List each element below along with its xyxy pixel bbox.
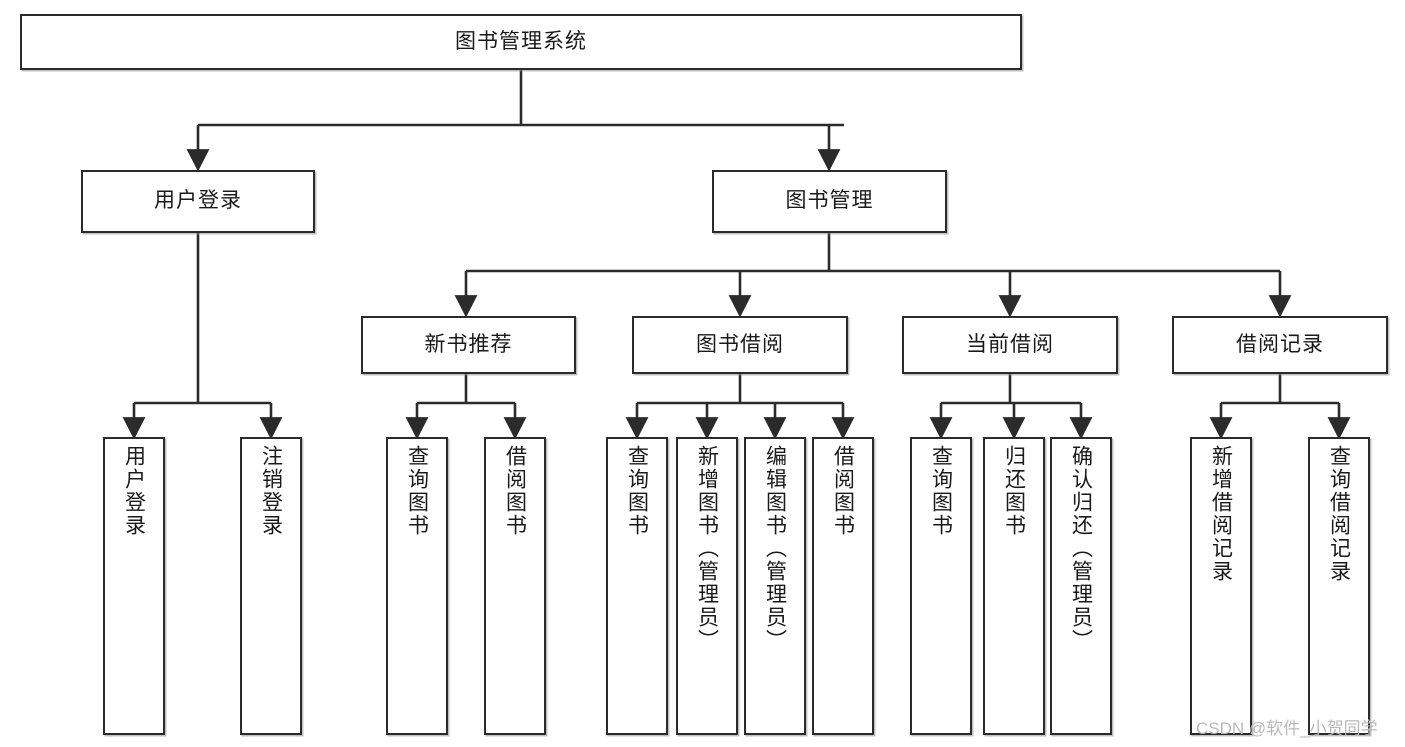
leaf-borrow-book-nbr[interactable]: 借阅图书: [484, 437, 546, 735]
node-borrowing-record-label: 借阅记录: [1236, 332, 1324, 356]
watermark: CSDN @软件_小贺同学: [1196, 719, 1378, 738]
leaf-query-borrow-record[interactable]: 查询借阅记录: [1308, 437, 1370, 735]
node-book-management-label: 图书管理: [785, 189, 874, 213]
leaf-add-book-admin[interactable]: 新增图书（管理员）: [676, 437, 738, 735]
leaf-add-borrow-record-label: 新增借阅记录: [1209, 445, 1233, 583]
leaf-query-book-bb-label: 查询图书: [625, 445, 649, 537]
leaf-user-login-label: 用户登录: [122, 445, 146, 537]
leaf-add-borrow-record[interactable]: 新增借阅记录: [1190, 437, 1252, 735]
leaf-query-borrow-record-label: 查询借阅记录: [1327, 445, 1351, 583]
leaf-return-book[interactable]: 归还图书: [983, 437, 1045, 735]
node-user-login-label: 用户登录: [154, 189, 242, 213]
node-current-borrowing[interactable]: 当前借阅: [902, 316, 1118, 374]
leaf-borrow-book-bb-label: 借阅图书: [831, 445, 855, 537]
leaf-query-book-cb[interactable]: 查询图书: [910, 437, 972, 735]
node-new-book-recommendation[interactable]: 新书推荐: [361, 316, 576, 374]
leaf-query-book-nbr-label: 查询图书: [405, 445, 429, 537]
leaf-add-book-admin-label: 新增图书（管理员）: [695, 445, 719, 652]
node-book-borrowing[interactable]: 图书借阅: [632, 316, 848, 374]
leaf-logout-label: 注销登录: [259, 445, 283, 537]
leaf-borrow-book-nbr-label: 借阅图书: [503, 445, 527, 537]
node-user-login[interactable]: 用户登录: [81, 170, 315, 233]
leaf-edit-book-admin[interactable]: 编辑图书（管理员）: [744, 437, 806, 735]
node-root[interactable]: 图书管理系统: [20, 14, 1022, 70]
node-book-management[interactable]: 图书管理: [712, 170, 947, 233]
leaf-logout[interactable]: 注销登录: [240, 437, 302, 735]
leaf-borrow-book-bb[interactable]: 借阅图书: [812, 437, 874, 735]
node-borrowing-record[interactable]: 借阅记录: [1172, 316, 1388, 374]
node-new-book-recommendation-label: 新书推荐: [424, 332, 513, 356]
node-current-borrowing-label: 当前借阅: [966, 332, 1054, 356]
node-book-borrowing-label: 图书借阅: [696, 332, 784, 356]
leaf-edit-book-admin-label: 编辑图书（管理员）: [763, 445, 787, 652]
leaf-confirm-return-admin-label: 确认归还（管理员）: [1069, 445, 1093, 652]
node-root-label: 图书管理系统: [455, 29, 587, 53]
leaf-query-book-cb-label: 查询图书: [929, 445, 953, 537]
leaf-return-book-label: 归还图书: [1002, 445, 1026, 537]
leaf-query-book-nbr[interactable]: 查询图书: [386, 437, 448, 735]
leaf-query-book-bb[interactable]: 查询图书: [606, 437, 668, 735]
connector-edges: [122, 70, 1351, 440]
leaf-user-login[interactable]: 用户登录: [103, 437, 165, 735]
leaf-confirm-return-admin[interactable]: 确认归还（管理员）: [1050, 437, 1112, 735]
